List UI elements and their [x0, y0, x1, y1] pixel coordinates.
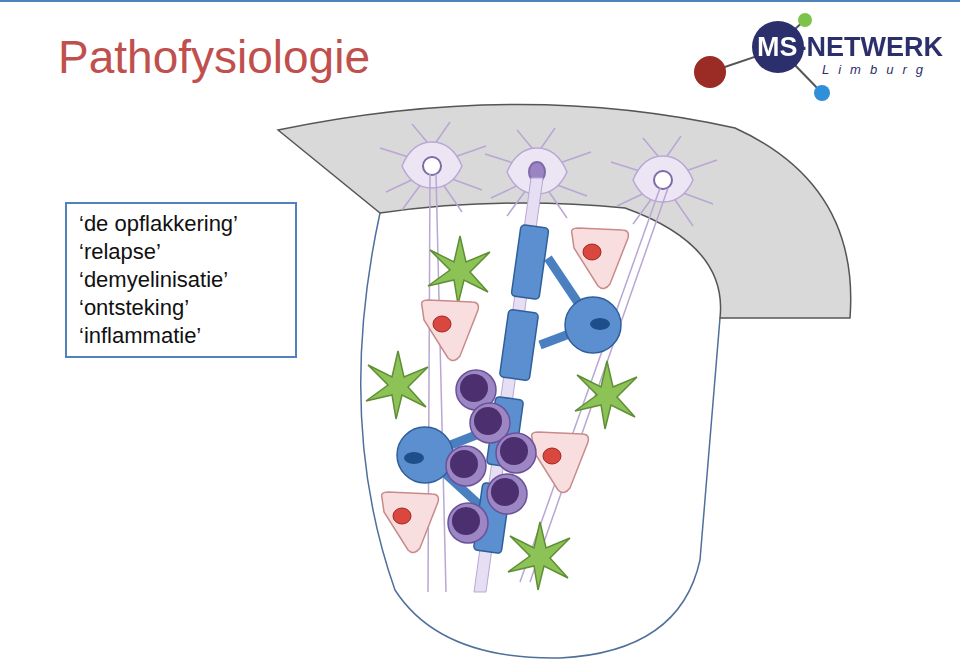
logo-text: MS-NETWERK	[757, 32, 943, 63]
term-box: ‘de opflakkering’‘relapse’‘demyelinisati…	[65, 202, 297, 358]
term-text: ‘inflammatie’	[79, 322, 283, 350]
logo-subtext: Limburg	[822, 62, 932, 77]
term-text: ‘demyelinisatie’	[79, 266, 283, 294]
slide-title: Pathofysiologie	[58, 30, 370, 84]
term-text: ‘de opflakkering’	[79, 210, 283, 238]
term-text: ‘relapse’	[79, 238, 283, 266]
term-text: ‘ontsteking’	[79, 294, 283, 322]
